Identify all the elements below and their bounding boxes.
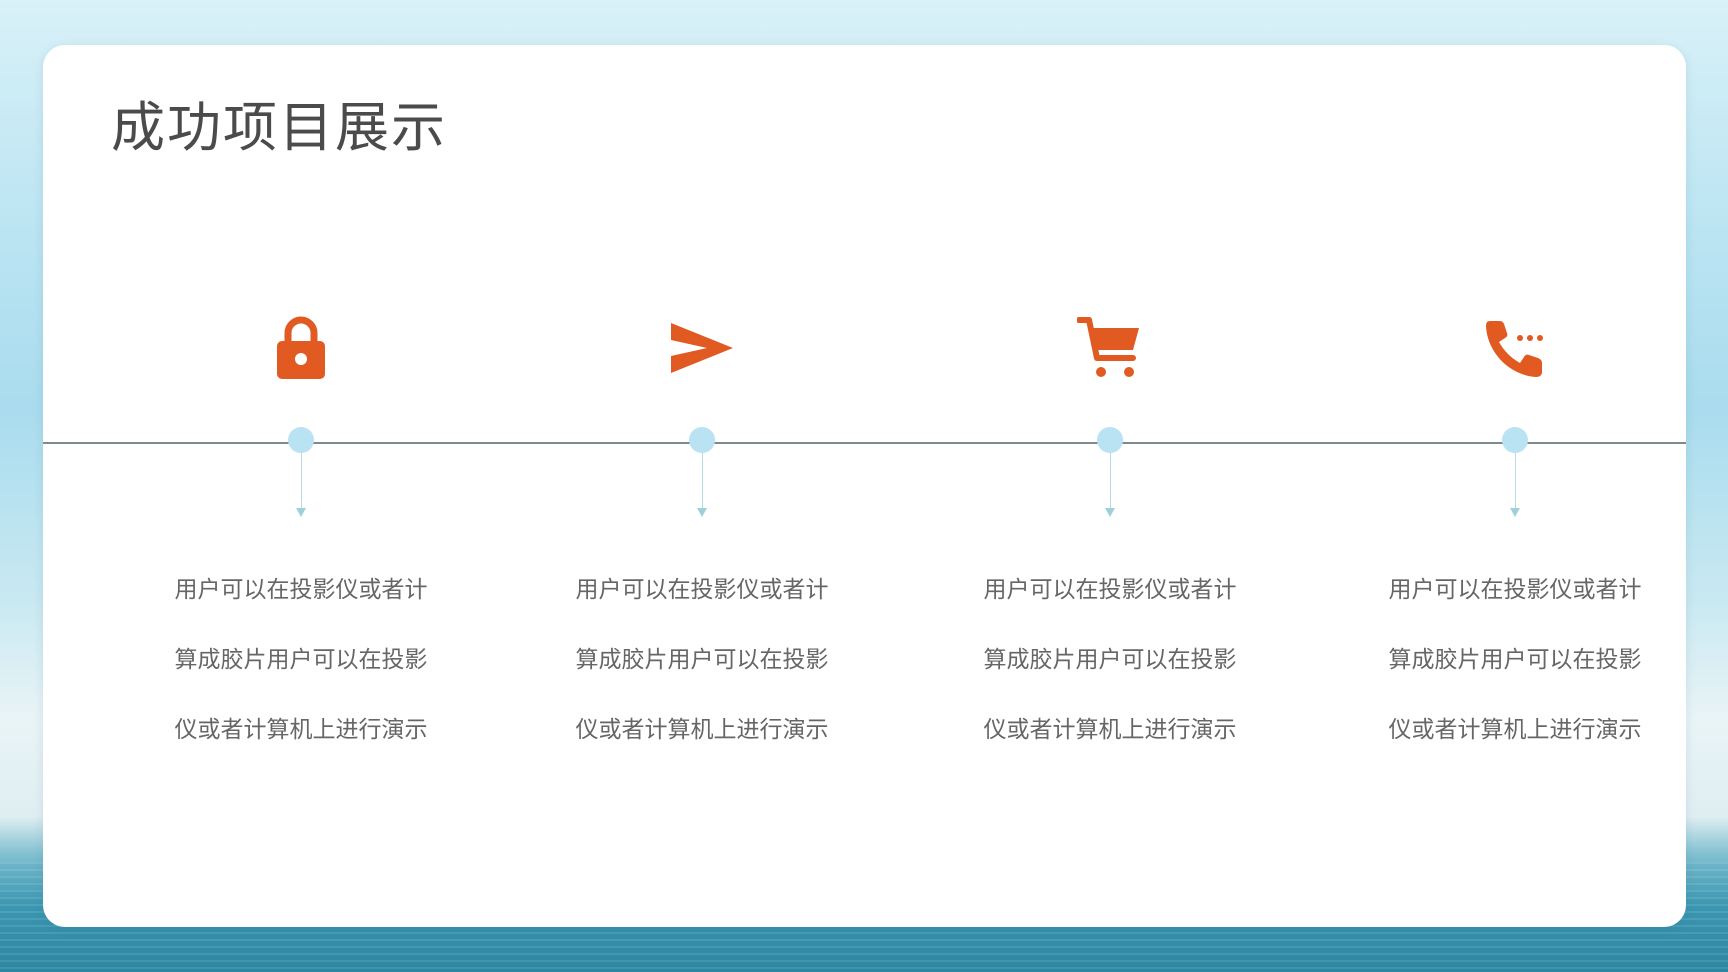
item-description: 用户可以在投影仪或者计 算成胶片用户可以在投影 仪或者计算机上进行演示: [151, 570, 451, 780]
description-line: 仪或者计算机上进行演示: [575, 717, 829, 743]
phone-icon: [1480, 313, 1550, 383]
timeline-stem: [701, 453, 703, 508]
timeline-item: 用户可以在投影仪或者计 算成胶片用户可以在投影 仪或者计算机上进行演示: [552, 45, 852, 927]
description-line: 用户可以在投影仪或者计: [575, 577, 829, 603]
description-line: 算成胶片用户可以在投影: [174, 647, 428, 673]
timeline-dot: [1097, 427, 1123, 453]
description-line: 用户可以在投影仪或者计: [983, 577, 1237, 603]
description-line: 用户可以在投影仪或者计: [174, 577, 428, 603]
description-line: 算成胶片用户可以在投影: [983, 647, 1237, 673]
lock-icon: [266, 313, 336, 383]
timeline-item: 用户可以在投影仪或者计 算成胶片用户可以在投影 仪或者计算机上进行演示: [1365, 45, 1665, 927]
description-line: 仪或者计算机上进行演示: [983, 717, 1237, 743]
timeline-item: 用户可以在投影仪或者计 算成胶片用户可以在投影 仪或者计算机上进行演示: [151, 45, 451, 927]
arrow-down-icon: [1510, 508, 1520, 517]
timeline-stem: [1109, 453, 1111, 508]
slide-card: 成功项目展示 用户可以在投影仪或者计 算成胶片用户可以在投影 仪或者计算机上进行…: [43, 45, 1686, 927]
description-line: 算成胶片用户可以在投影: [575, 647, 829, 673]
description-line: 仪或者计算机上进行演示: [174, 717, 428, 743]
timeline-dot: [689, 427, 715, 453]
timeline-stem: [300, 453, 302, 508]
description-line: 算成胶片用户可以在投影: [1388, 647, 1642, 673]
timeline-dot: [288, 427, 314, 453]
arrow-down-icon: [1105, 508, 1115, 517]
timeline-line: [43, 442, 1686, 444]
arrow-down-icon: [697, 508, 707, 517]
timeline-item: 用户可以在投影仪或者计 算成胶片用户可以在投影 仪或者计算机上进行演示: [960, 45, 1260, 927]
description-line: 用户可以在投影仪或者计: [1388, 577, 1642, 603]
cart-icon: [1075, 313, 1145, 383]
timeline-stem: [1514, 453, 1516, 508]
arrow-down-icon: [296, 508, 306, 517]
item-description: 用户可以在投影仪或者计 算成胶片用户可以在投影 仪或者计算机上进行演示: [552, 570, 852, 780]
item-description: 用户可以在投影仪或者计 算成胶片用户可以在投影 仪或者计算机上进行演示: [1365, 570, 1665, 780]
description-line: 仪或者计算机上进行演示: [1388, 717, 1642, 743]
timeline-dot: [1502, 427, 1528, 453]
item-description: 用户可以在投影仪或者计 算成胶片用户可以在投影 仪或者计算机上进行演示: [960, 570, 1260, 780]
send-icon: [667, 313, 737, 383]
page-title: 成功项目展示: [111, 96, 447, 159]
